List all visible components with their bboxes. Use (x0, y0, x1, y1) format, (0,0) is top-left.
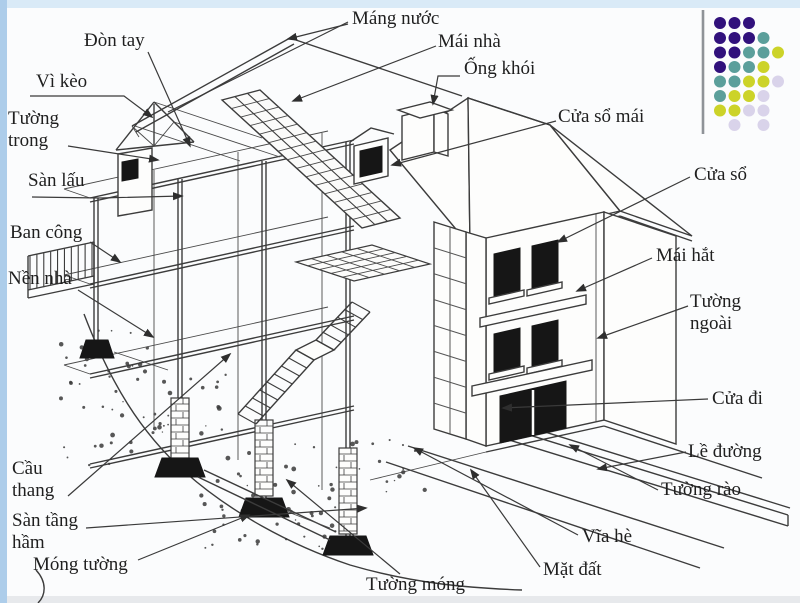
roof-truss (116, 102, 194, 150)
leader-mong-tuong (138, 515, 249, 560)
left-border (0, 0, 7, 603)
balcony (28, 242, 94, 298)
window-strip (434, 222, 466, 439)
finished-house (350, 98, 692, 446)
curb-edge (386, 462, 700, 568)
terrace-tile-floor (296, 245, 430, 281)
dot-pattern-decoration (703, 10, 784, 134)
site-ground (36, 314, 790, 603)
leader-via-he (414, 448, 578, 535)
window-mid-right (532, 320, 558, 366)
leader-nen-nha (78, 290, 153, 337)
leader-vi-keo (30, 96, 152, 117)
side-wall (604, 212, 676, 444)
depth-tick-1 (64, 189, 90, 198)
dormer-roof-window (350, 128, 394, 184)
leader-tuong-rao (570, 445, 658, 490)
leader-mai-nha (293, 46, 436, 101)
fence-wall-base (464, 426, 788, 526)
terrain-curl (36, 570, 44, 603)
leader-ong-khoi (433, 76, 460, 104)
window-upper-left (494, 248, 520, 296)
corner-wall-strip (466, 232, 486, 446)
pit-line-2 (288, 512, 330, 528)
window-upper-right (532, 240, 558, 288)
leader-san-lau (32, 196, 182, 198)
sidewalk-edge (408, 446, 724, 548)
back-beam-3rd (64, 217, 328, 275)
leader-cau-thang (68, 354, 230, 496)
